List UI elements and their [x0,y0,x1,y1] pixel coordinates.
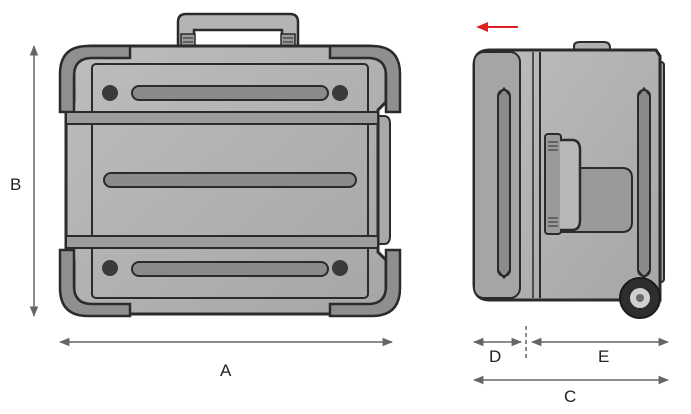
bolt-top-right [332,85,348,101]
front-slot-bottom [131,261,329,277]
front-rib-bottom [65,235,379,249]
label-b: B [10,175,21,194]
front-view [58,12,402,318]
label-a: A [220,361,232,380]
bumper-bottom-right [328,248,402,318]
bolt-top-left [102,85,118,101]
side-handle [544,133,582,235]
side-slot-rear [637,89,651,277]
bumper-top-right [328,44,402,114]
side-view [472,41,665,319]
bolt-bottom-right [332,260,348,276]
label-d: D [489,347,501,366]
front-rib-top [65,111,379,125]
bolt-bottom-left [102,260,118,276]
bumper-top-left [58,44,132,114]
front-slot-top [131,85,329,101]
bumper-bottom-left [58,248,132,318]
front-inner-panel [91,63,369,299]
wheel-icon [619,277,661,319]
front-slot-middle [103,172,357,188]
label-e: E [598,347,609,366]
front-handle [176,12,300,52]
side-slot-front [497,89,511,277]
arrow-left-icon [476,22,518,32]
label-c: C [564,387,576,406]
